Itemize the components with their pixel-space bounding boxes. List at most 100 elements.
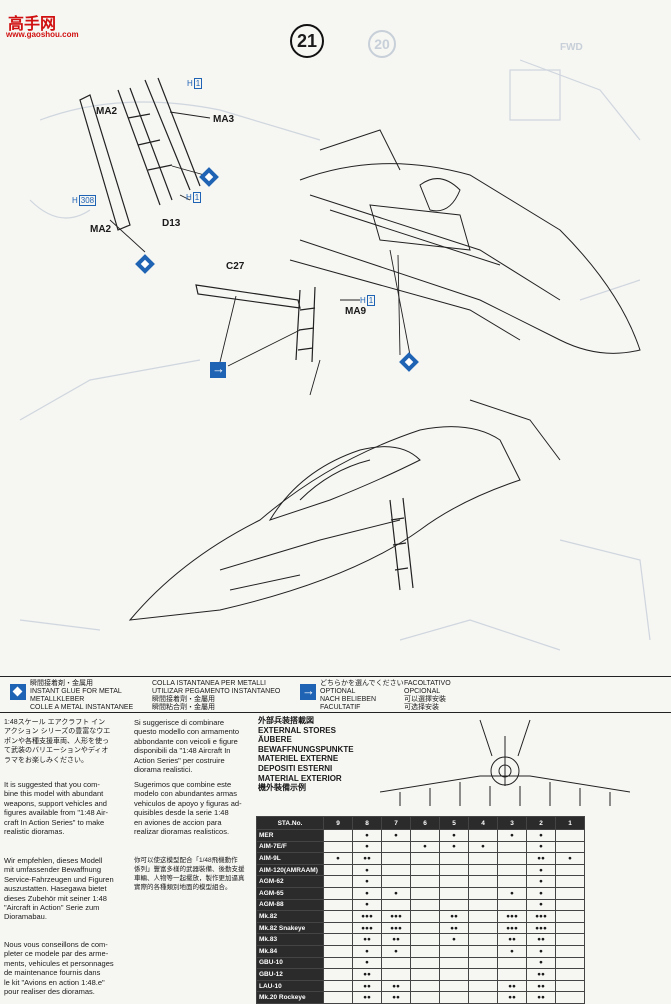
divider bbox=[0, 712, 671, 713]
store-cell: ●● bbox=[526, 852, 556, 865]
part-label-d13: D13 bbox=[162, 218, 181, 229]
table-row: AIM-7E/F●●●●● bbox=[256, 840, 585, 854]
store-cell bbox=[497, 840, 527, 854]
store-cell bbox=[497, 956, 527, 970]
store-cell bbox=[555, 886, 585, 900]
store-cell: ●●● bbox=[352, 921, 382, 935]
ladder-parts-drawing bbox=[79, 77, 414, 591]
store-cell bbox=[323, 979, 353, 993]
store-cell bbox=[439, 875, 469, 888]
store-cell bbox=[323, 886, 353, 900]
store-cell bbox=[497, 968, 527, 981]
store-cell: ●● bbox=[439, 910, 469, 923]
store-cell: ●● bbox=[526, 933, 556, 946]
store-cell bbox=[497, 852, 527, 865]
stores-title: 外部兵装搭載図 EXTERNAL STORES ÄUBERE BEWAFFNUN… bbox=[258, 716, 354, 793]
store-cell bbox=[555, 863, 585, 877]
store-cell bbox=[410, 898, 440, 912]
leader-lines bbox=[109, 111, 411, 396]
store-cell bbox=[410, 863, 440, 877]
divider bbox=[0, 676, 671, 677]
store-cell bbox=[381, 898, 411, 912]
store-cell bbox=[555, 968, 585, 981]
store-name: AIM-7E/F bbox=[256, 840, 324, 854]
table-row: MER●●●●● bbox=[256, 829, 585, 842]
store-cell: ● bbox=[323, 852, 353, 865]
store-cell bbox=[410, 991, 440, 1004]
store-cell bbox=[555, 910, 585, 923]
store-cell: ●●● bbox=[381, 921, 411, 935]
forward-fuselage-drawing bbox=[289, 129, 641, 354]
table-row: Mk.20 Rockeye●●●●●●●● bbox=[256, 991, 585, 1004]
store-cell bbox=[410, 933, 440, 946]
station-header: 9 bbox=[323, 816, 353, 830]
store-name: AIM-9L bbox=[256, 852, 324, 865]
store-cell bbox=[555, 933, 585, 946]
stores-table: STA.No. 9 8 7 6 5 4 3 2 1 MER●●●●●AIM-7E… bbox=[256, 816, 585, 1004]
legend-metal-glue: 瞬間接着剤・金属用 INSTANT GLUE FOR METAL METALLK… bbox=[30, 680, 134, 711]
store-cell bbox=[323, 898, 353, 912]
store-cell bbox=[381, 863, 411, 877]
store-cell bbox=[323, 944, 353, 958]
table-row: AGM-65●●●● bbox=[256, 886, 585, 900]
store-name: AIM-120(AMRAAM) bbox=[256, 863, 324, 877]
stores-body: MER●●●●●AIM-7E/F●●●●●AIM-9L●●●●●●AIM-120… bbox=[256, 829, 585, 1004]
store-cell bbox=[439, 863, 469, 877]
store-cell: ●●● bbox=[526, 921, 556, 935]
assembly-illustration bbox=[19, 59, 651, 651]
store-cell: ●● bbox=[352, 852, 382, 865]
store-cell: ●●● bbox=[381, 910, 411, 923]
store-cell bbox=[468, 875, 498, 888]
watermark-logo: 高手网 bbox=[8, 16, 57, 33]
store-cell: ● bbox=[497, 886, 527, 900]
store-cell bbox=[439, 956, 469, 970]
store-cell bbox=[468, 933, 498, 946]
station-header: 5 bbox=[439, 816, 469, 830]
store-cell: ● bbox=[352, 875, 382, 888]
part-label-ma2: MA2 bbox=[90, 224, 112, 235]
store-cell: ● bbox=[439, 933, 469, 946]
store-cell: ● bbox=[352, 840, 382, 854]
table-row: LAU-10●●●●●●●● bbox=[256, 979, 585, 993]
store-cell bbox=[555, 991, 585, 1004]
table-row: GBU-10●● bbox=[256, 956, 585, 970]
store-cell bbox=[555, 875, 585, 888]
store-name: Mk.82 bbox=[256, 910, 324, 923]
text-es: Sugerimos que combine este modelo con ab… bbox=[134, 780, 242, 837]
store-name: Mk.83 bbox=[256, 933, 324, 946]
store-cell: ● bbox=[526, 840, 556, 854]
store-cell bbox=[468, 944, 498, 958]
store-cell bbox=[555, 840, 585, 854]
table-row: AIM-120(AMRAAM)●● bbox=[256, 863, 585, 877]
store-cell: ● bbox=[352, 863, 382, 877]
store-name: MER bbox=[256, 829, 324, 842]
store-cell bbox=[410, 829, 440, 842]
store-cell bbox=[555, 921, 585, 935]
table-row: Mk.84●●●● bbox=[256, 944, 585, 958]
store-cell bbox=[497, 863, 527, 877]
part-label-ma9: MA9 bbox=[345, 306, 367, 317]
store-cell: ●● bbox=[381, 991, 411, 1004]
store-cell: ●● bbox=[497, 991, 527, 1004]
store-cell: ● bbox=[439, 840, 469, 854]
store-cell bbox=[410, 875, 440, 888]
station-header: 7 bbox=[381, 816, 411, 830]
store-name: Mk.82 Snakeye bbox=[256, 921, 324, 935]
table-row: AIM-9L●●●●●● bbox=[256, 852, 585, 865]
fwd-label: FWD bbox=[560, 42, 583, 53]
station-header: 3 bbox=[497, 816, 527, 830]
store-cell bbox=[439, 944, 469, 958]
store-cell bbox=[439, 886, 469, 900]
store-cell bbox=[381, 968, 411, 981]
store-cell: ● bbox=[526, 829, 556, 842]
optional-icon bbox=[300, 683, 316, 700]
station-header: 1 bbox=[555, 816, 585, 830]
store-cell bbox=[468, 886, 498, 900]
legend-metal-glue-it: COLLA ISTANTANEA PER METALLI UTILIZAR PE… bbox=[152, 680, 281, 711]
store-cell bbox=[323, 829, 353, 842]
store-cell: ● bbox=[497, 944, 527, 958]
store-cell: ● bbox=[526, 898, 556, 912]
station-header: 4 bbox=[468, 816, 498, 830]
